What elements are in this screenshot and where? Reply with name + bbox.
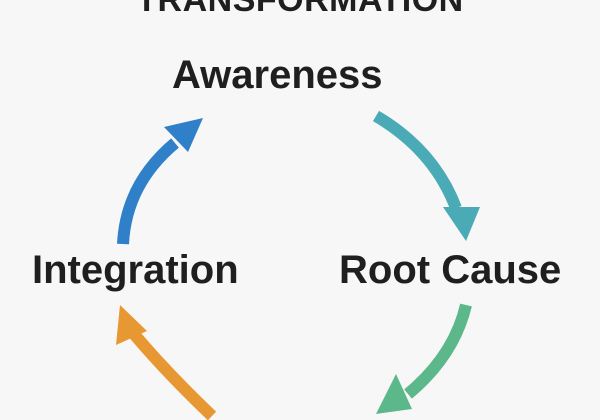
arrow-integration-to-awareness (117, 118, 203, 245)
arrow-root-cause-to-bottom (376, 303, 472, 414)
node-awareness: Awareness (172, 53, 383, 97)
arrow-bottom-to-integration (116, 305, 217, 420)
node-integration: Integration (32, 248, 239, 292)
node-root-cause: Root Cause (339, 248, 562, 292)
diagram-title: TRANSFORMATION (136, 0, 464, 19)
arrow-awareness-to-root-cause (372, 110, 480, 241)
